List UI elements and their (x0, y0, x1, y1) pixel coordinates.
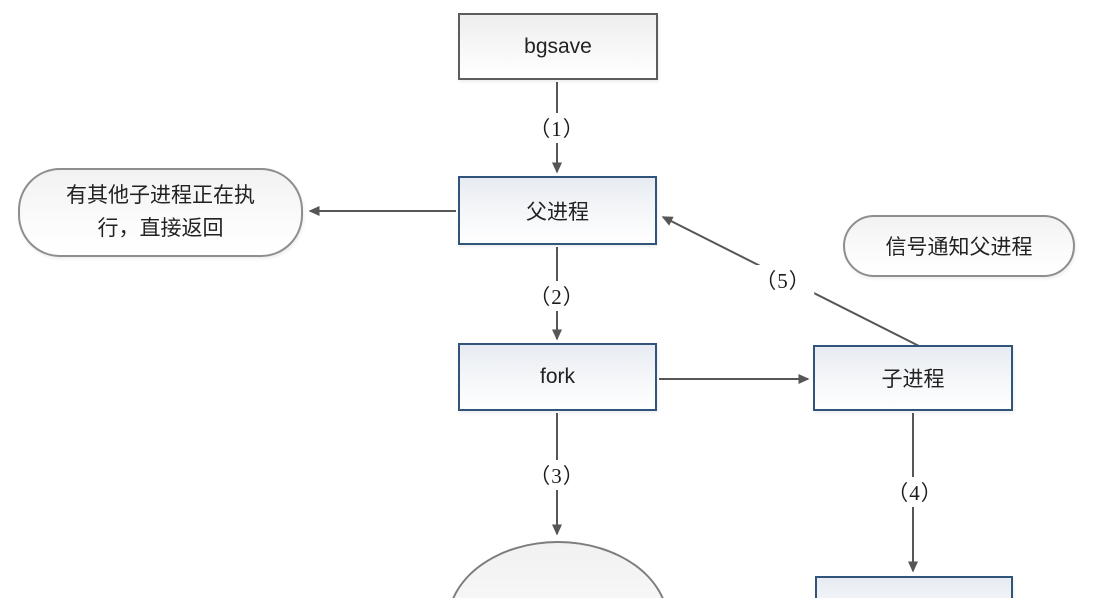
node-bottom-right-box (815, 576, 1013, 598)
edge-label-step1: （1） (526, 113, 588, 143)
node-bottom-ellipse (447, 541, 669, 598)
node-signal-notify-parent-label: 信号通知父进程 (885, 236, 1033, 259)
node-signal-notify-parent: 信号通知父进程 (843, 215, 1075, 277)
edge-label-step2: （2） (526, 281, 588, 311)
node-other-child-running: 有其他子进程正在执行，直接返回 (18, 168, 303, 257)
node-other-child-running-label: 有其他子进程正在执行，直接返回 (66, 183, 255, 240)
edge-label-step5: （5） (752, 265, 814, 295)
node-parent-process: 父进程 (458, 176, 657, 245)
node-bgsave-label: bgsave (524, 34, 592, 58)
node-fork: fork (458, 343, 657, 411)
node-child-process-label: 子进程 (881, 368, 945, 391)
node-bgsave: bgsave (458, 13, 658, 80)
edge-label-step4: （4） (884, 477, 946, 507)
node-child-process: 子进程 (813, 345, 1013, 411)
node-fork-label: fork (539, 365, 575, 388)
node-parent-process-label: 父进程 (526, 200, 589, 224)
edge-label-step3: （3） (526, 460, 588, 490)
